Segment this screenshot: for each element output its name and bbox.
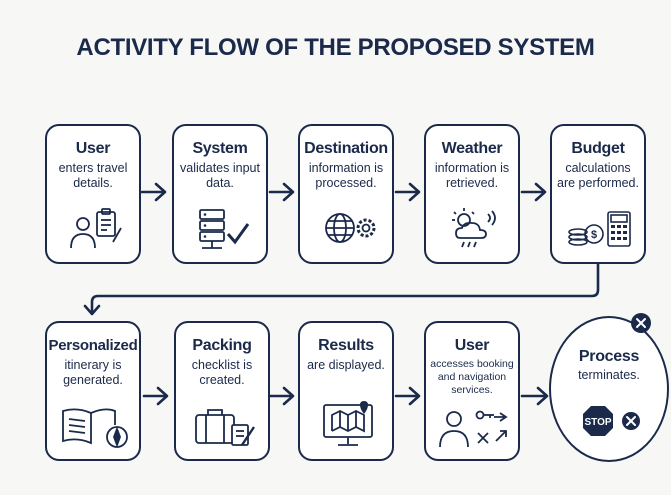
arrow-right-icon [268, 182, 295, 202]
step-itinerary-generated: Personalized itinerary is generated. [45, 321, 141, 461]
step-packing-checklist: Packing checklist is created. [174, 321, 270, 461]
step-title: Destination [304, 140, 388, 157]
step-description: calculations are performed. [557, 161, 639, 190]
step-system-validates: System validates input data. [172, 124, 268, 264]
stop-label: STOP [584, 417, 611, 428]
globe-gear-icon [325, 213, 376, 243]
step-title: User [454, 337, 490, 354]
stop-sign-icon: STOP [583, 406, 640, 436]
server-check-icon [199, 209, 250, 249]
user-clipboard-icon [70, 208, 122, 249]
step-weather-retrieved: Weather information is retrieved. [424, 124, 520, 264]
weather-icon [452, 208, 496, 248]
step-user-enters-details: User enters travel details. [45, 124, 141, 264]
step-budget-calculated: Budget calculations are performed. $ [550, 124, 646, 264]
arrow-right-icon [142, 386, 169, 406]
step-title: Weather [441, 140, 503, 157]
step-title: Budget [571, 140, 625, 157]
step-process-terminates: Process terminates. STOP [549, 316, 669, 462]
arrow-right-icon [394, 182, 421, 202]
step-title: Packing [192, 337, 252, 354]
wrap-connector-arrow [83, 260, 600, 316]
step-description: validates input data. [180, 161, 260, 190]
terminal-description: terminates. [578, 368, 640, 382]
step-description: itinerary is generated. [63, 358, 123, 387]
arrow-right-icon [140, 182, 167, 202]
arrow-right-icon [268, 386, 295, 406]
arrow-right-icon [520, 182, 547, 202]
book-compass-icon [62, 408, 128, 448]
step-description: enters travel details. [58, 161, 128, 190]
step-user-accesses-services: User accesses booking and navigation ser… [424, 321, 520, 461]
step-title: System [192, 140, 248, 157]
arrow-right-icon [520, 386, 549, 406]
step-title: Personalized [48, 337, 138, 354]
step-description: information is processed. [308, 161, 384, 190]
user-services-icon [439, 410, 508, 448]
arrow-right-icon [394, 386, 421, 406]
suitcase-checklist-icon [195, 409, 255, 446]
step-description: are displayed. [307, 358, 385, 372]
monitor-map-icon [323, 401, 373, 446]
step-results-displayed: Results are displayed. [298, 321, 394, 461]
svg-text:$: $ [591, 229, 597, 241]
close-icon[interactable] [630, 312, 652, 334]
step-description: information is retrieved. [434, 161, 510, 190]
step-title: Results [318, 337, 374, 354]
terminal-title: Process [578, 348, 640, 365]
step-destination-processed: Destination information is processed. [298, 124, 394, 264]
step-description: accesses booking and navigation services… [430, 358, 514, 396]
step-description: checklist is created. [191, 358, 253, 387]
diagram-title: ACTIVITY FLOW OF THE PROPOSED SYSTEM [76, 34, 595, 61]
step-title: User [75, 140, 111, 157]
coins-calculator-icon: $ [568, 211, 631, 247]
